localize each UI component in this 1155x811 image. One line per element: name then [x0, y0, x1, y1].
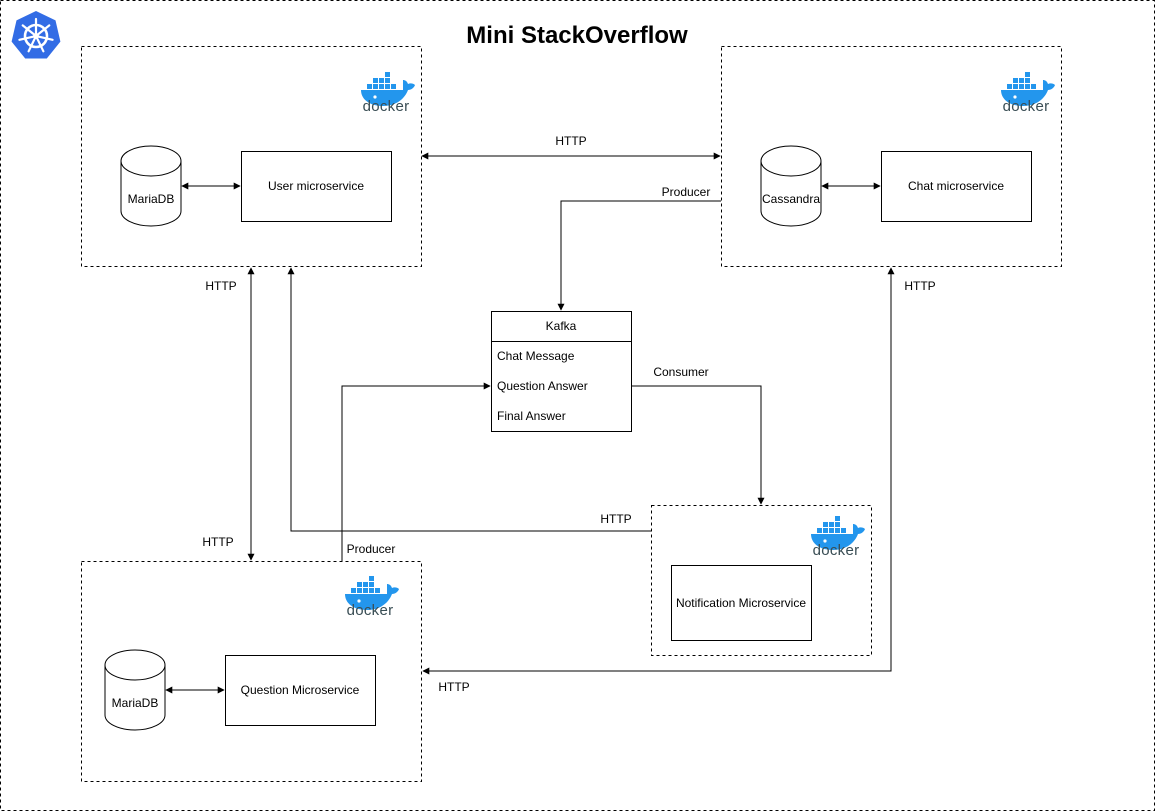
question-microservice: Question Microservice	[225, 655, 376, 726]
user-microservice-label: User microservice	[268, 179, 364, 193]
notification-microservice: Notification Microservice	[671, 565, 812, 641]
edge-label: Producer	[347, 542, 396, 556]
user-database: MariaDB	[120, 145, 182, 227]
kafka-notification-consumer-edge	[632, 385, 765, 505]
svg-text:docker: docker	[347, 602, 394, 619]
diagram-title: Mini StackOverflow	[466, 22, 688, 49]
docker-icon: docker	[361, 72, 415, 115]
kubernetes-icon	[11, 11, 61, 59]
edge-label: HTTP	[438, 680, 469, 694]
chat-microservice: Chat microservice	[881, 151, 1032, 222]
kafka-topic: Final Answer	[497, 409, 566, 423]
question-microservice-label: Question Microservice	[241, 683, 360, 697]
chat-database: Cassandra	[760, 145, 822, 227]
chat-microservice-label: Chat microservice	[908, 179, 1004, 193]
svg-text:docker: docker	[1003, 98, 1050, 115]
notification-microservice-label: Notification Microservice	[676, 596, 806, 610]
kafka-title: Kafka	[546, 319, 577, 333]
docker-icon: docker	[1001, 72, 1055, 115]
svg-text:docker: docker	[813, 542, 860, 559]
svg-text:docker: docker	[363, 98, 410, 115]
edge-label: HTTP	[202, 535, 233, 549]
kafka-topic: Question Answer	[497, 379, 588, 393]
chat-question-http-edge	[422, 267, 895, 675]
docker-icon: docker	[811, 516, 865, 559]
question-kafka-producer-edge	[341, 382, 491, 561]
kafka-topic: Chat Message	[497, 349, 575, 363]
edge-label: Producer	[662, 185, 711, 199]
edge-label: HTTP	[600, 512, 631, 526]
edge-label: Consumer	[653, 365, 708, 379]
docker-icon: docker	[345, 576, 399, 619]
question-container	[81, 561, 422, 782]
question-database: MariaDB	[104, 649, 166, 731]
question-database-label: MariaDB	[112, 696, 159, 710]
user-database-label: MariaDB	[128, 192, 175, 206]
kafka-broker: Kafka Chat Message Question Answer Final…	[491, 311, 632, 432]
chat-kafka-producer-edge	[557, 200, 721, 311]
chat-container	[721, 46, 1062, 267]
user-microservice: User microservice	[241, 151, 392, 222]
edge-label: HTTP	[904, 279, 935, 293]
edge-label: HTTP	[205, 279, 236, 293]
chat-database-label: Cassandra	[762, 192, 820, 206]
edge-label: HTTP	[555, 134, 586, 148]
